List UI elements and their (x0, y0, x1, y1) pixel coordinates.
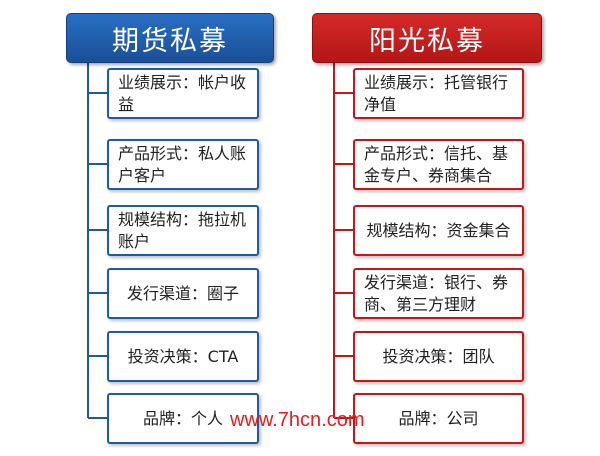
sunshine-item-brand: 品牌：公司 (353, 393, 524, 444)
futures-item-investment-decision: 投资决策：CTA (107, 331, 259, 382)
futures-item-distribution-text: 发行渠道：圈子 (126, 283, 239, 303)
sunshine-item-distribution-text: 发行渠道：银行、券商、第三方理财 (364, 272, 509, 314)
sunshine-item-product-form-text: 产品形式：信托、基金专户、券商集合 (364, 143, 509, 185)
sunshine-private-fund-header: 阳光私募 (312, 13, 542, 63)
sunshine-item-brand-text: 品牌：公司 (398, 408, 479, 428)
futures-item-performance-text: 业绩展示：帐户收益 (118, 72, 247, 114)
watermark-text: www.7hcn.com (230, 409, 365, 431)
sunshine-item-distribution: 发行渠道：银行、券商、第三方理财 (353, 268, 524, 319)
sunshine-item-scale-structure: 规模结构：资金集合 (353, 205, 524, 256)
futures-item-brand: 品牌：个人 (107, 393, 259, 444)
sunshine-item-investment-decision: 投资决策：团队 (353, 331, 524, 382)
futures-item-distribution: 发行渠道：圈子 (107, 268, 259, 319)
futures-private-fund-header: 期货私募 (66, 13, 274, 63)
futures-item-brand-text: 品牌：个人 (142, 408, 223, 428)
sunshine-item-investment-decision-text: 投资决策：团队 (382, 346, 495, 366)
sunshine-item-scale-structure-text: 规模结构：资金集合 (366, 220, 511, 240)
sunshine-item-performance-text: 业绩展示：托管银行净值 (364, 72, 509, 114)
futures-item-scale-structure-text: 规模结构：拖拉机账户 (118, 209, 247, 251)
futures-item-scale-structure: 规模结构：拖拉机账户 (107, 205, 259, 256)
sunshine-item-product-form: 产品形式：信托、基金专户、券商集合 (353, 139, 524, 190)
sunshine-item-performance: 业绩展示：托管银行净值 (353, 68, 524, 119)
futures-item-investment-decision-text: 投资决策：CTA (127, 346, 239, 366)
futures-item-performance: 业绩展示：帐户收益 (107, 68, 259, 119)
futures-item-product-form-text: 产品形式：私人账户客户 (118, 143, 247, 185)
futures-item-product-form: 产品形式：私人账户客户 (107, 139, 259, 190)
